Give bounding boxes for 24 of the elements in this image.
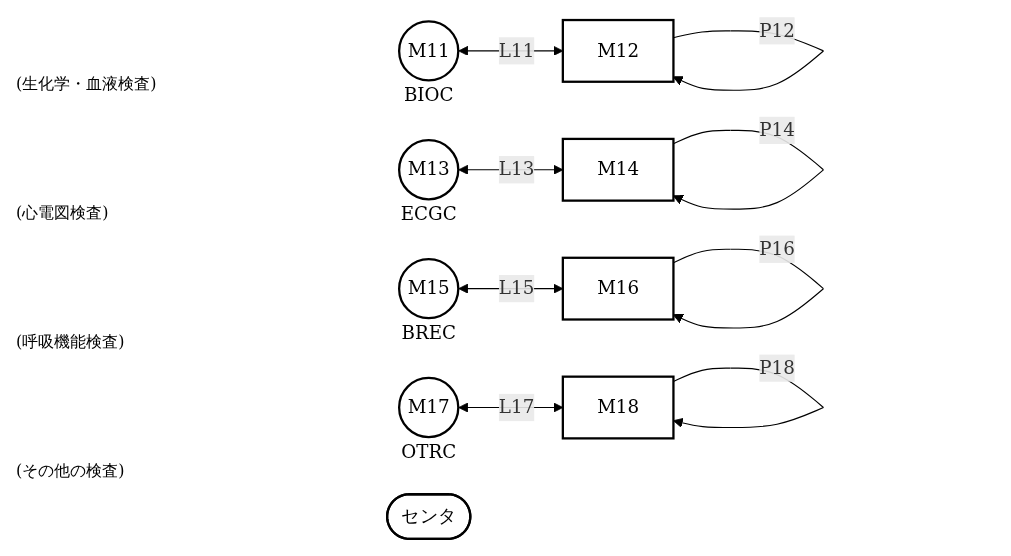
edge-label: P18 bbox=[759, 356, 795, 379]
edge-label: L15 bbox=[498, 277, 535, 299]
category-label: (生化学・血液検査) bbox=[16, 74, 158, 95]
node-caption: ECGC bbox=[400, 202, 457, 224]
node-caption: OTRC bbox=[401, 440, 457, 462]
edge-label: L13 bbox=[498, 158, 535, 181]
edge-label: L11 bbox=[498, 39, 535, 62]
node-box: M18 bbox=[561, 375, 675, 440]
node-caption: BREC bbox=[401, 321, 457, 343]
node-circle: M15 bbox=[398, 257, 460, 320]
node-circle: M11 bbox=[398, 20, 460, 82]
node-circle: M17 bbox=[398, 376, 460, 439]
node-caption: BIOC bbox=[404, 84, 454, 106]
category-label: (心電図検査) bbox=[16, 203, 110, 224]
category-label: (その他の検査) bbox=[16, 461, 126, 482]
node-circle: M13 bbox=[398, 139, 460, 201]
node-box: M12 bbox=[561, 18, 675, 83]
edge-label: P12 bbox=[759, 19, 795, 42]
category-label: (呼吸機能検査) bbox=[16, 332, 126, 353]
node-box: M14 bbox=[561, 137, 675, 202]
node-box: M16 bbox=[561, 256, 675, 321]
edge-label: P16 bbox=[759, 237, 795, 260]
edge-label: P14 bbox=[759, 118, 795, 141]
edge-label: L17 bbox=[498, 396, 535, 418]
